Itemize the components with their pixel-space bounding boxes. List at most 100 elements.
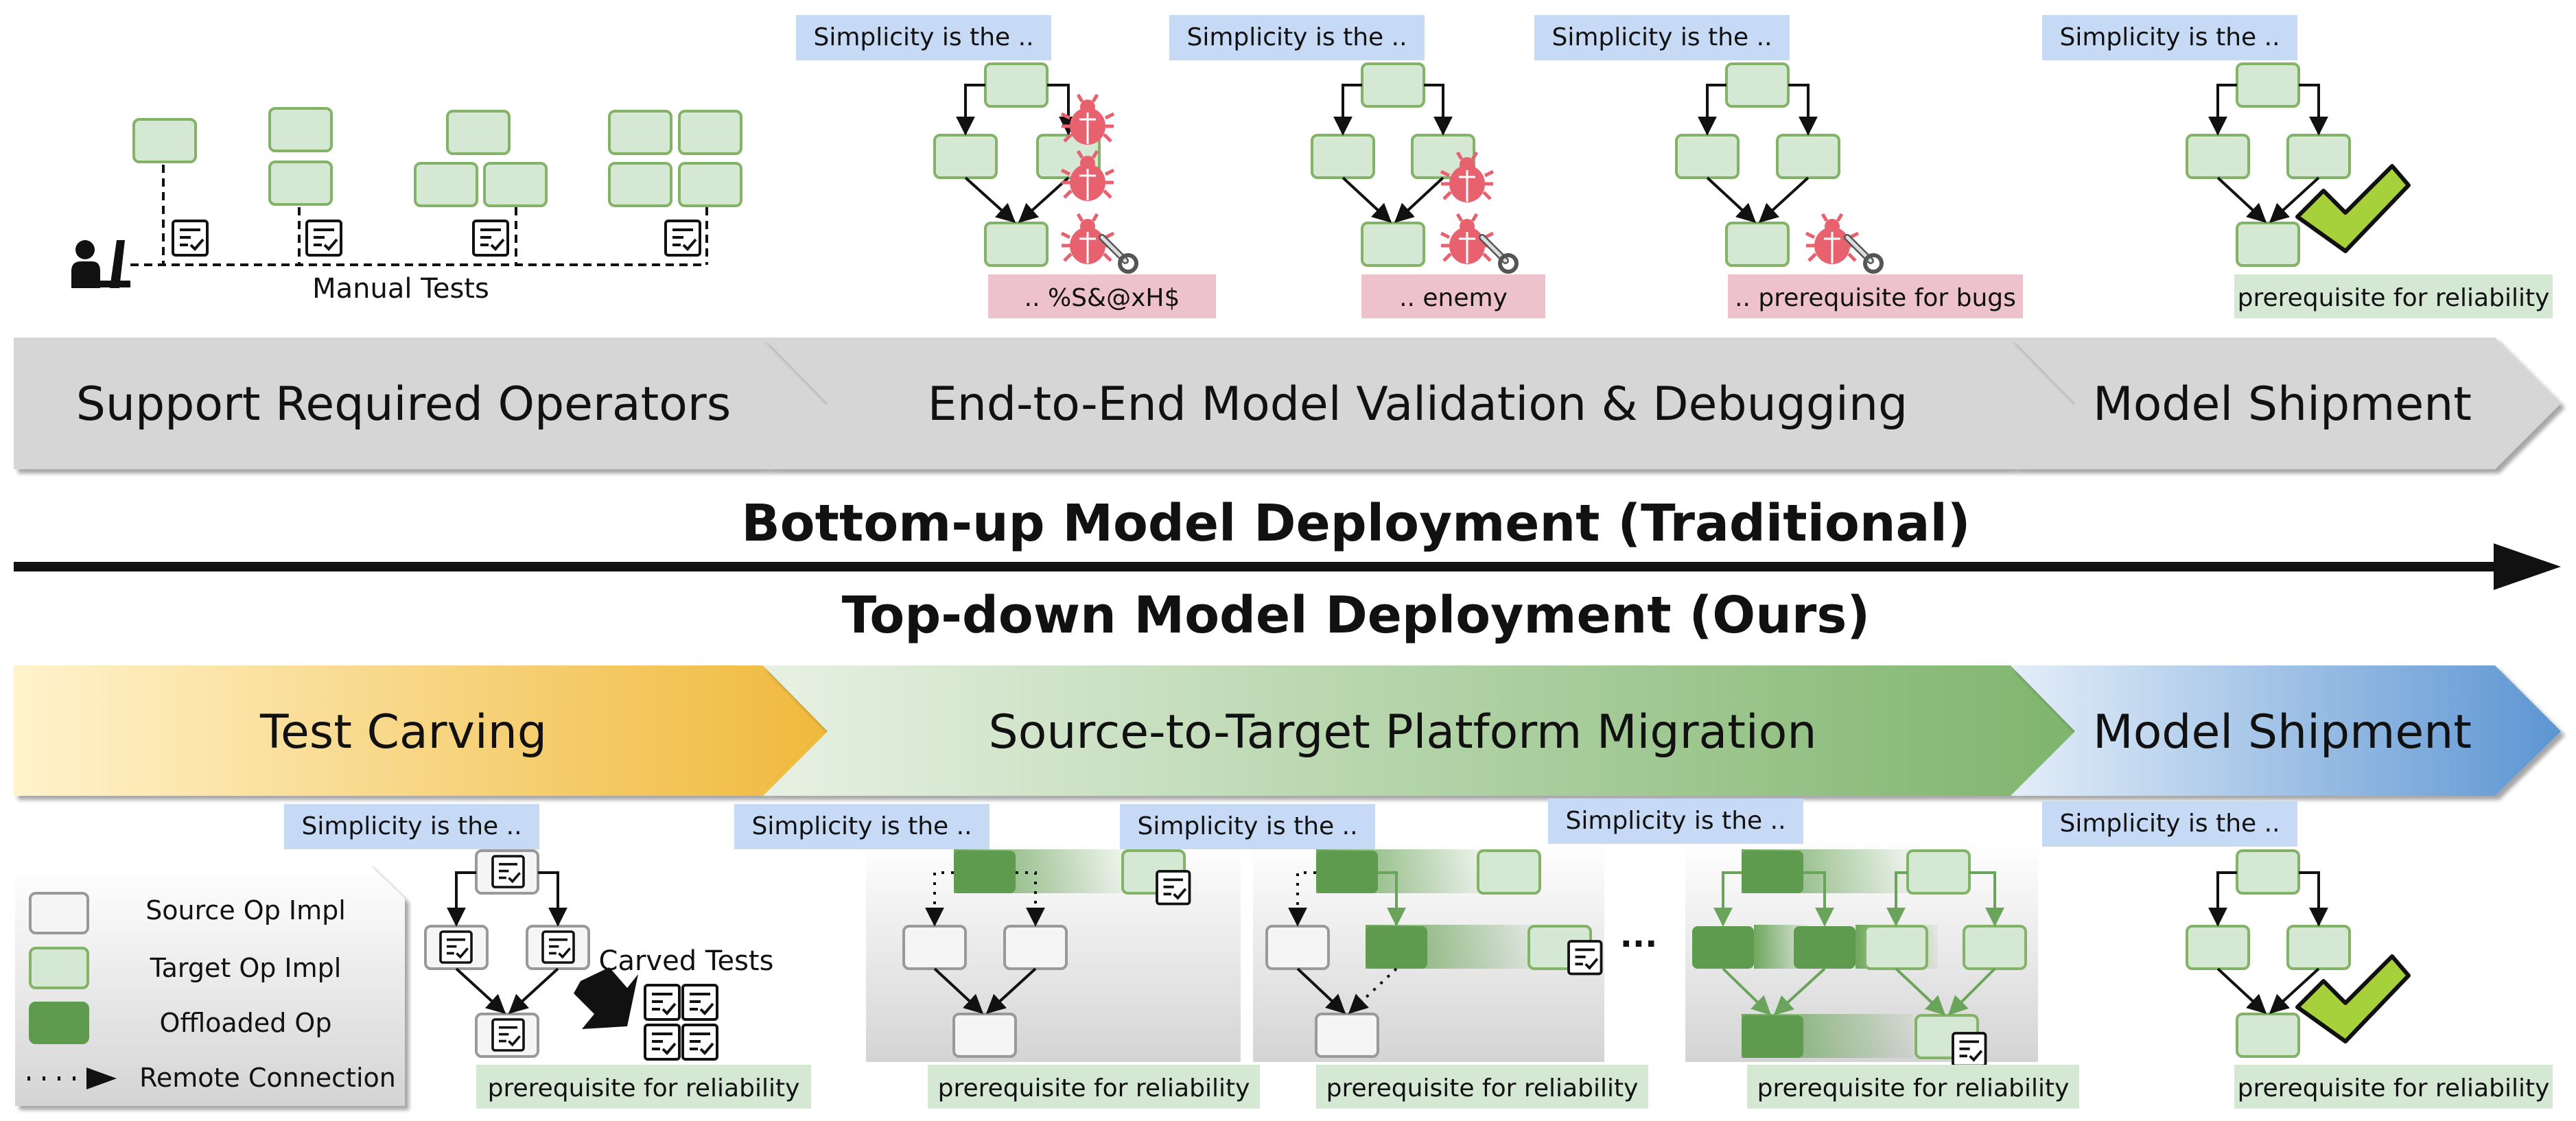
test-icon (644, 984, 681, 1021)
test-icon (681, 984, 718, 1021)
legend-swatch-target (29, 947, 89, 989)
prompt-box (796, 15, 1051, 60)
prompt-text: Simplicity is the .. (1186, 23, 1407, 51)
graph-shipped-top: Simplicity is the .. prerequisite for re… (2042, 15, 2553, 318)
top-stage-banner: Support Required Operators End-to-End Mo… (14, 338, 2561, 469)
legend-arrowhead (86, 1067, 117, 1089)
output-text: .. prerequisite for bugs (1735, 284, 2016, 312)
prompt-text: Simplicity is the .. (1552, 23, 1772, 51)
migration-graph-3: Simplicity is the .. prerequisite for re… (1548, 799, 2079, 1109)
reliability-text: prerequisite for reliability (488, 1074, 800, 1102)
legend-panel (15, 864, 405, 1106)
legend: Source Op Impl Target Op Impl Offloaded … (15, 864, 405, 1106)
carve-arrow (574, 967, 638, 1029)
output-text: prerequisite for reliability (2238, 284, 2550, 312)
prompt-text: Simplicity is the .. (751, 812, 972, 840)
manual-tests-group: Manual Tests (71, 107, 742, 305)
manual-tests-label: Manual Tests (312, 273, 489, 305)
target-op (1906, 849, 1971, 895)
prompt-text: Simplicity is the .. (2059, 23, 2280, 51)
ellipsis: ··· (1620, 925, 1658, 963)
test-icon (172, 220, 209, 257)
legend-label: Offloaded Op (160, 1008, 332, 1038)
wrench-icon (1482, 237, 1517, 272)
stage-label: Model Shipment (2093, 377, 2472, 432)
test-icon (305, 220, 342, 257)
test-icon (664, 220, 701, 257)
reliability-text: prerequisite for reliability (1326, 1074, 1639, 1102)
reliability-text: prerequisite for reliability (938, 1074, 1250, 1102)
prompt-text: Simplicity is the .. (813, 23, 1033, 51)
test-icon (681, 1024, 718, 1061)
target-op (1477, 849, 1541, 895)
offloaded-op (1366, 926, 1427, 969)
reliability-box (1316, 1065, 1648, 1109)
prompt-box (1548, 799, 1803, 844)
legend-label: Source Op Impl (145, 895, 346, 925)
ours-title: Top-down Model Deployment (Ours) (842, 586, 1870, 645)
test-icon (472, 220, 509, 257)
test-icon (1952, 1032, 1987, 1067)
check-icon (2295, 164, 2411, 253)
prompt-text: Simplicity is the .. (1137, 812, 1357, 840)
graph-debug-1: Simplicity is the .. .. %S&@xH$ (796, 15, 1216, 318)
prompt-box (1120, 804, 1375, 849)
legend-label: Remote Connection (139, 1063, 396, 1093)
migration-graph-2: Simplicity is the .. ··· prerequisite fo… (1120, 804, 1657, 1109)
graph-debug-3: Simplicity is the .. .. prerequisite for… (1534, 15, 2023, 318)
reliability-text: prerequisite for reliability (2238, 1074, 2550, 1102)
stage-label: Support Required Operators (76, 377, 731, 432)
wrench-icon (1847, 237, 1882, 272)
check-icon (2295, 954, 2411, 1043)
test-icon (491, 855, 525, 888)
target-op (1864, 925, 1928, 970)
legend-swatch-source (29, 892, 89, 934)
prompt-text: Simplicity is the .. (1565, 807, 1785, 835)
output-box (2234, 274, 2553, 318)
offloaded-op (1692, 926, 1754, 969)
prompt-box (1169, 15, 1425, 60)
stage-arrow (2011, 665, 2561, 796)
prompt-box (734, 804, 990, 849)
legend-label: Target Op Impl (150, 953, 342, 983)
offloaded-op (1316, 851, 1378, 893)
offloaded-op (1794, 926, 1855, 969)
stage-label: Test Carving (259, 705, 547, 759)
offloaded-op (1742, 1015, 1803, 1058)
stage-arrow (14, 338, 828, 469)
test-icon (1567, 940, 1603, 976)
output-text: .. %S&@xH$ (1024, 284, 1180, 312)
reliability-text: prerequisite for reliability (1757, 1074, 2070, 1102)
output-box (1728, 274, 2023, 318)
prompt-box (1534, 15, 1790, 60)
prompt-text: Simplicity is the .. (2059, 810, 2280, 838)
test-icon (439, 930, 473, 964)
target-op (1963, 925, 2027, 970)
output-box (988, 274, 1216, 318)
migration-graph-1: Simplicity is the .. prerequisite for re… (734, 804, 1260, 1109)
stage-arrow (763, 338, 2075, 469)
reliability-box (2234, 1065, 2553, 1109)
reliability-box (1747, 1065, 2079, 1109)
prompt-text: Simplicity is the .. (301, 812, 522, 840)
stage-arrow (14, 665, 828, 796)
graph-debug-2: Simplicity is the .. .. enemy (1169, 15, 1545, 318)
test-icon (644, 1024, 681, 1061)
offloaded-op (1742, 851, 1803, 893)
prompt-box (284, 804, 539, 849)
test-icon (541, 930, 575, 964)
prompt-box (2042, 15, 2297, 60)
test-carving-graph: Simplicity is the .. Carved Tests prereq… (284, 804, 811, 1109)
stage-arrow (2011, 338, 2561, 469)
test-icon (1156, 870, 1191, 906)
output-box (1361, 274, 1545, 318)
timeline: Bottom-up Model Deployment (Traditional)… (14, 494, 2561, 645)
stage-label: End-to-End Model Validation & Debugging (928, 377, 1908, 432)
test-icon (491, 1018, 525, 1052)
stage-arrow (763, 665, 2075, 796)
developer-icon (71, 240, 130, 288)
stage-label: Model Shipment (2093, 705, 2472, 759)
prompt-box (2042, 801, 2297, 847)
